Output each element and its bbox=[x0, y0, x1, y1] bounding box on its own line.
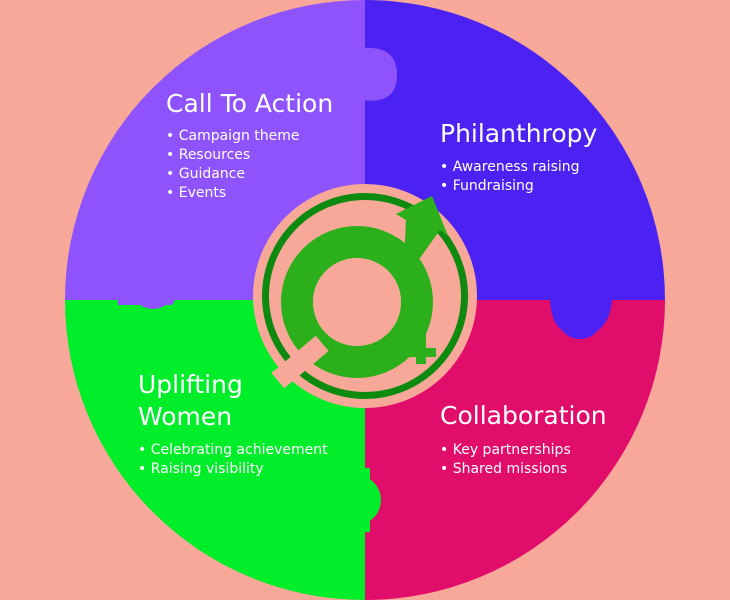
bullet-item: Resources bbox=[166, 146, 300, 165]
quadrant-title-uplifting-women: Uplifting Women bbox=[138, 370, 243, 431]
quadrant-title-collaboration: Collaboration bbox=[440, 401, 607, 430]
symbol-hole bbox=[313, 258, 401, 346]
bullet-item: Fundraising bbox=[440, 177, 580, 196]
bullet-item: Shared missions bbox=[440, 460, 571, 479]
quadrant-title-philanthropy: Philanthropy bbox=[440, 119, 598, 148]
bullet-item: Key partnerships bbox=[440, 441, 571, 460]
quadrant-bullets-call-to-action: Campaign theme Resources Guidance Events bbox=[166, 127, 300, 203]
symbol-ring bbox=[281, 226, 433, 378]
quadrant-bullets-uplifting-women: Celebrating achievement Raising visibili… bbox=[138, 441, 328, 479]
bullet-item: Raising visibility bbox=[138, 460, 328, 479]
quadrant-bullets-philanthropy: Awareness raising Fundraising bbox=[440, 158, 580, 196]
symbol-arrow bbox=[396, 196, 448, 275]
bullet-item: Events bbox=[166, 184, 300, 203]
puzzle-tab-right-knob bbox=[557, 293, 603, 339]
gender-equality-symbol-icon bbox=[271, 196, 448, 389]
puzzle-tab-top-knob bbox=[350, 54, 394, 98]
bullet-item: Guidance bbox=[166, 165, 300, 184]
symbol-cross-bar bbox=[406, 348, 436, 357]
bullet-item: Campaign theme bbox=[166, 127, 300, 146]
symbol-cross-stem bbox=[416, 330, 426, 364]
quadrant-title-call-to-action: Call To Action bbox=[166, 89, 334, 118]
bullet-item: Awareness raising bbox=[440, 158, 580, 177]
quadrant-bullets-collaboration: Key partnerships Shared missions bbox=[440, 441, 571, 479]
bullet-item: Celebrating achievement bbox=[138, 441, 328, 460]
puzzle-tab-left-knob bbox=[131, 265, 175, 309]
puzzle-tab-bottom-knob bbox=[331, 475, 381, 525]
symbol-ring-gap bbox=[271, 335, 329, 389]
